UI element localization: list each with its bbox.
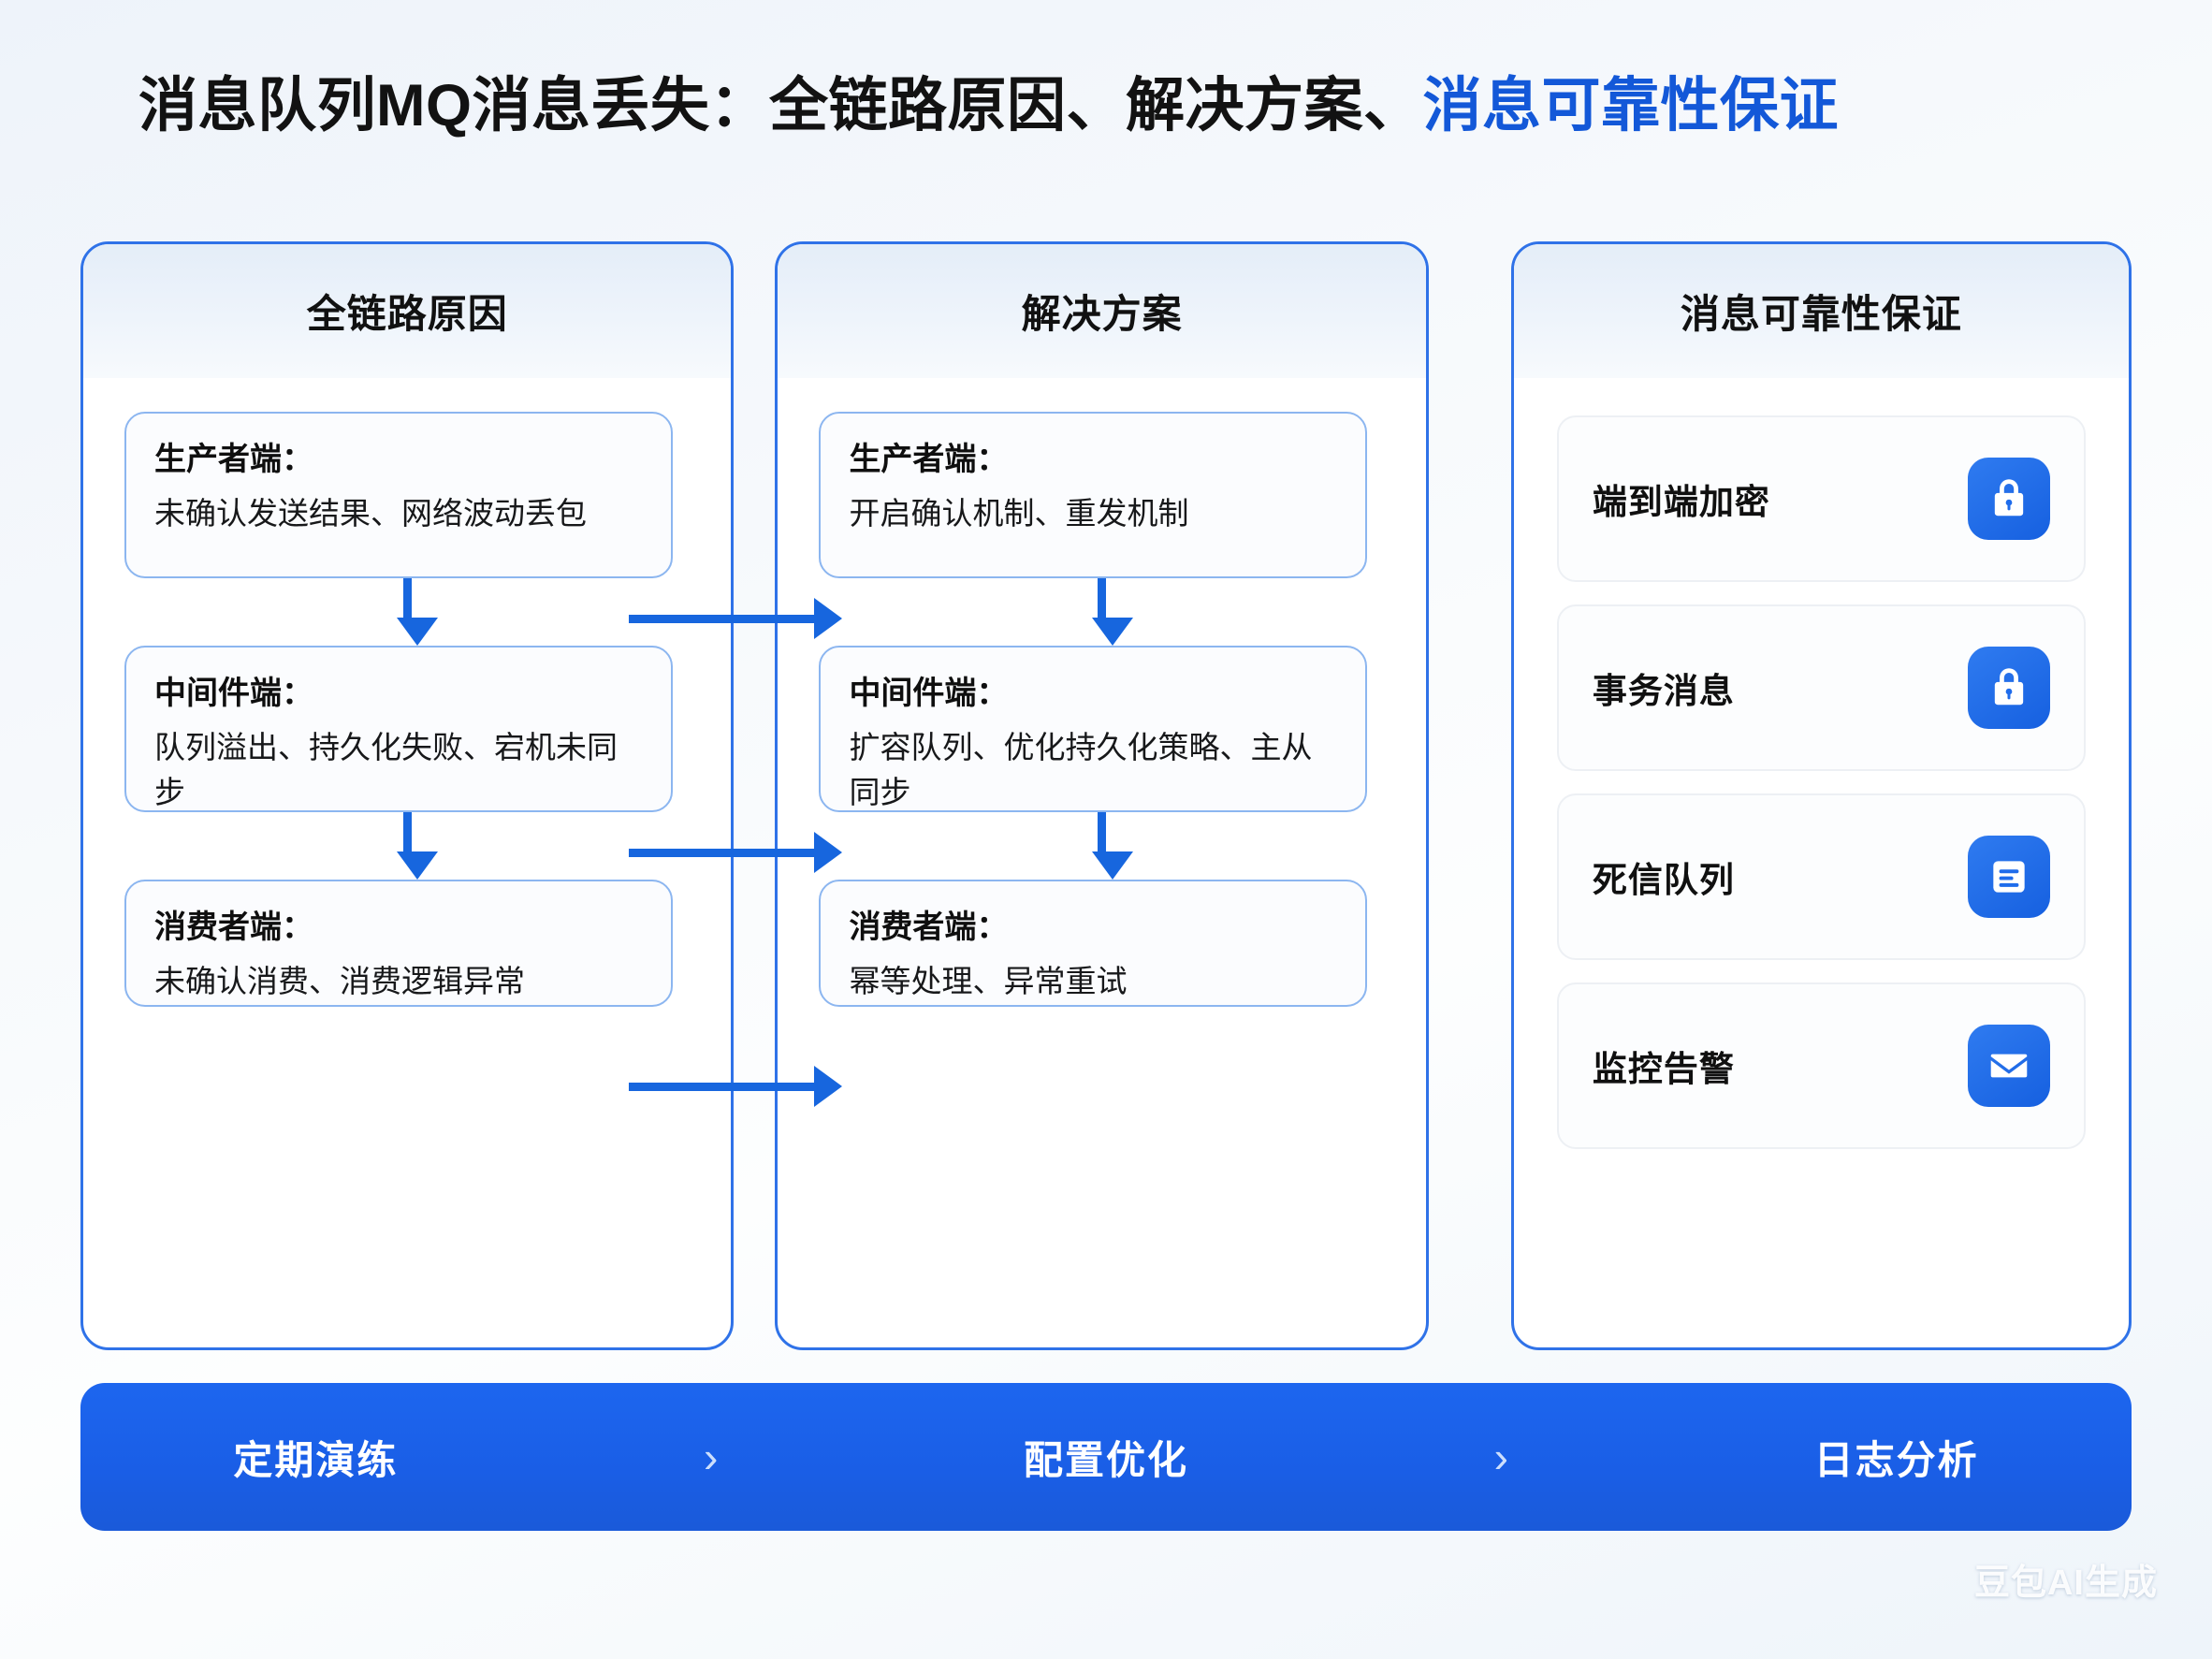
flow-card-broker-cause[interactable]: 中间件端： 队列溢出、持久化失败、宕机未同步: [124, 646, 673, 812]
assurance-item-label: 监控告警: [1592, 1050, 1735, 1088]
assurance-item-label: 端到端加密: [1592, 483, 1770, 521]
arrow-head: [1091, 851, 1133, 880]
flow-card-desc: 幂等处理、异常重试: [849, 963, 1128, 998]
panel-reliability-guarantee: 消息可靠性保证 端到端加密 事务消息: [1510, 241, 2132, 1350]
panel-root-causes: 全链路原因 生产者端： 未确认发送结果、网络波动丢包 中间件端： 队列溢出、持久…: [80, 241, 735, 1350]
lock-icon: [1968, 647, 2050, 729]
panel-body-root-causes: 生产者端： 未确认发送结果、网络波动丢包 中间件端： 队列溢出、持久化失败、宕机…: [83, 378, 731, 1347]
flow-card-consumer-cause[interactable]: 消费者端： 未确认消费、消费逻辑异常: [124, 880, 673, 1007]
arrow-right-producer: [629, 598, 842, 639]
document-lines-icon: [1968, 836, 2050, 918]
chevron-right-icon: ›: [704, 1433, 719, 1481]
arrow-shaft: [402, 812, 412, 851]
arrow-right-consumer: [629, 1066, 842, 1107]
arrow-shaft: [1098, 812, 1107, 851]
watermark: 豆包AI生成: [1973, 1564, 2158, 1603]
panel-solutions: 解决方案 生产者端： 开启确认机制、重发机制 中间件端： 扩容队列、优化持久化策…: [775, 241, 1429, 1350]
arrow-down-producer-to-broker: [397, 578, 439, 646]
arrow-shaft: [629, 1082, 814, 1091]
arrow-head: [814, 1066, 842, 1107]
panel-body-solutions: 生产者端： 开启确认机制、重发机制 中间件端： 扩容队列、优化持久化策略、主从同…: [778, 378, 1425, 1347]
arrow-head: [397, 618, 439, 646]
envelope-icon: [1968, 1025, 2050, 1107]
flow-card-producer-cause[interactable]: 生产者端： 未确认发送结果、网络波动丢包: [124, 412, 673, 578]
assurance-item-label: 事务消息: [1592, 672, 1735, 710]
arrow-shaft: [1098, 578, 1107, 618]
panel-header-label: 解决方案: [1021, 292, 1183, 336]
assurance-item-encryption[interactable]: 端到端加密: [1556, 415, 2086, 582]
panel-header-label: 全链路原因: [306, 292, 508, 336]
panel-header-root-causes: 全链路原因: [83, 244, 732, 378]
page-title-main: 消息队列MQ消息丢失：全链路原因、解决方案、: [138, 73, 1423, 138]
flow-card-title: 生产者端：: [154, 442, 313, 477]
bottom-step-log-analysis[interactable]: 日志分析: [1813, 1437, 1979, 1482]
arrow-down-solution-producer-to-broker: [1091, 578, 1133, 646]
flow-card-desc: 未确认发送结果、网络波动丢包: [154, 495, 587, 531]
arrow-shaft: [629, 848, 814, 857]
page-title: 消息队列MQ消息丢失：全链路原因、解决方案、消息可靠性保证: [138, 58, 1839, 143]
panel-header-reliability: 消息可靠性保证: [1513, 244, 2129, 378]
bottom-step-drill[interactable]: 定期演练: [233, 1437, 399, 1482]
arrow-head: [1091, 618, 1133, 646]
arrow-shaft: [402, 578, 412, 618]
arrow-down-broker-to-consumer: [397, 812, 439, 880]
flow-card-desc: 开启确认机制、重发机制: [849, 495, 1189, 531]
assurance-item-dead-letter-queue[interactable]: 死信队列: [1556, 793, 2086, 960]
assurance-item-transaction-message[interactable]: 事务消息: [1556, 604, 2086, 771]
panel-header-solutions: 解决方案: [778, 244, 1426, 378]
assurance-item-label: 死信队列: [1592, 861, 1735, 899]
flow-card-title: 生产者端：: [849, 442, 1009, 477]
flow-card-broker-solution[interactable]: 中间件端： 扩容队列、优化持久化策略、主从同步: [819, 646, 1368, 812]
flow-card-desc: 扩容队列、优化持久化策略、主从同步: [849, 729, 1313, 810]
flow-card-consumer-solution[interactable]: 消费者端： 幂等处理、异常重试: [819, 880, 1368, 1007]
arrow-right-broker: [629, 832, 842, 873]
flow-card-desc: 队列溢出、持久化失败、宕机未同步: [154, 729, 618, 810]
bottom-step-bar: 定期演练 › 配置优化 › 日志分析: [80, 1383, 2132, 1531]
arrow-shaft: [629, 614, 814, 623]
assurance-list: 端到端加密 事务消息 死信队列: [1514, 378, 2129, 1347]
arrow-down-solution-broker-to-consumer: [1091, 812, 1133, 880]
arrow-head: [814, 598, 842, 639]
flow-card-desc: 未确认消费、消费逻辑异常: [154, 963, 525, 998]
columns-region: 全链路原因 生产者端： 未确认发送结果、网络波动丢包 中间件端： 队列溢出、持久…: [80, 241, 2132, 1350]
arrow-head: [814, 832, 842, 873]
flow-card-title: 消费者端：: [849, 910, 1009, 945]
bottom-step-config-optimize[interactable]: 配置优化: [1023, 1437, 1188, 1482]
page-title-accent: 消息可靠性保证: [1422, 73, 1839, 138]
arrow-head: [397, 851, 439, 880]
chevron-right-icon: ›: [1493, 1433, 1508, 1481]
flow-card-title: 消费者端：: [154, 910, 313, 945]
flow-card-producer-solution[interactable]: 生产者端： 开启确认机制、重发机制: [819, 412, 1368, 578]
flow-card-title: 中间件端：: [154, 676, 313, 711]
assurance-item-monitoring-alert[interactable]: 监控告警: [1556, 982, 2086, 1149]
lock-icon: [1968, 458, 2050, 540]
flow-card-title: 中间件端：: [849, 676, 1009, 711]
panel-header-label: 消息可靠性保证: [1680, 292, 1962, 336]
